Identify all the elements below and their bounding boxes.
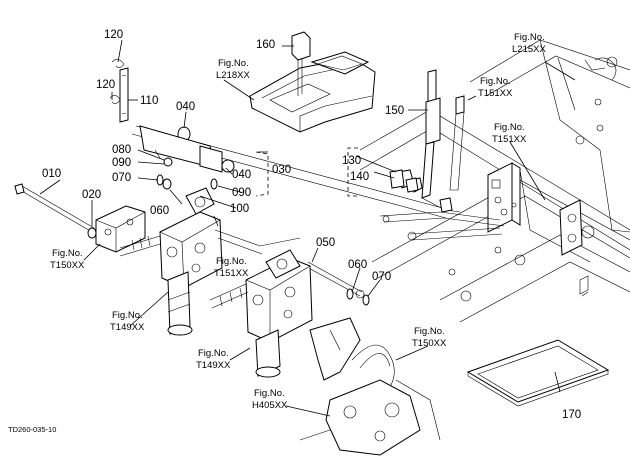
label-120-bottom: 120 (96, 79, 115, 91)
label-040-top: 040 (176, 101, 195, 113)
figref-t149-b-caption: Fig.No. (198, 348, 229, 359)
figref-t150-left-caption: Fig.No. (52, 248, 83, 259)
part-labels: 120 120 110 040 080 090 070 040 030 090 … (42, 29, 581, 421)
figref-t149-a: Fig.No. T149XX (110, 310, 145, 333)
label-060-right: 060 (348, 259, 367, 271)
figref-t151-left: Fig.No. T151XX (214, 256, 249, 279)
figref-t151-mid-code: T151XX (492, 134, 527, 145)
frame-assembly (359, 39, 630, 323)
label-040-mid: 040 (232, 169, 251, 181)
figref-h405: Fig.No. H405XX (252, 388, 288, 411)
label-060-left: 060 (150, 205, 169, 217)
figref-h405-caption: Fig.No. (254, 388, 285, 399)
label-090-right: 090 (232, 187, 251, 199)
drawing-code: TD260-035-10 (8, 425, 56, 434)
label-120-top: 120 (104, 29, 123, 41)
label-090-left: 090 (112, 157, 131, 169)
label-080: 080 (112, 144, 131, 156)
figref-l218: Fig.No. L218XX (216, 58, 250, 81)
label-020: 020 (82, 189, 101, 201)
figref-l215: Fig.No. L215XX (512, 32, 546, 55)
label-010: 010 (42, 168, 61, 180)
figref-t151-mid: Fig.No. T151XX (492, 122, 527, 145)
figref-t151-top: Fig.No. T151XX (478, 76, 513, 99)
label-070-left: 070 (112, 172, 131, 184)
figref-t151-top-caption: Fig.No. (480, 76, 511, 87)
group-brackets (255, 147, 358, 197)
small-parts (87, 125, 453, 306)
figref-t150-left: Fig.No. T150XX (50, 248, 85, 271)
floor-mat (466, 339, 610, 407)
label-140: 140 (350, 171, 369, 183)
figref-l215-code: L215XX (512, 44, 546, 55)
figref-t149-b: Fig.No. T149XX (196, 348, 231, 371)
label-110: 110 (140, 95, 158, 107)
figref-t150-right-caption: Fig.No. (414, 326, 445, 337)
label-030: 030 (272, 164, 291, 176)
figref-t150-left-code: T150XX (50, 260, 85, 271)
lever-cover (249, 31, 376, 133)
figref-l218-caption: Fig.No. (218, 58, 249, 69)
label-150: 150 (385, 105, 404, 117)
label-100: 100 (230, 203, 249, 215)
figref-t150-right: Fig.No. T150XX (412, 326, 447, 349)
figref-t151-left-code: T151XX (214, 268, 249, 279)
figref-t151-mid-caption: Fig.No. (494, 122, 525, 133)
figref-t149-b-code: T149XX (196, 360, 231, 371)
figref-t150-right-code: T150XX (412, 338, 447, 349)
label-170: 170 (562, 409, 581, 421)
drawing-artwork (14, 31, 630, 456)
label-160: 160 (256, 39, 275, 51)
figref-h405-code: H405XX (252, 400, 288, 411)
figref-l215-caption: Fig.No. (514, 32, 545, 43)
label-070-right: 070 (372, 271, 391, 283)
figref-t151-top-code: T151XX (478, 88, 513, 99)
control-valve-right (209, 229, 313, 378)
link-bar (109, 59, 129, 123)
leader-lines (39, 39, 576, 417)
control-valve-left (95, 187, 223, 336)
label-050: 050 (316, 237, 335, 249)
label-130: 130 (342, 155, 361, 167)
figure-references: Fig.No. L218XX Fig.No. L215XX Fig.No. T1… (50, 32, 546, 411)
hydraulic-lines (299, 317, 441, 456)
figref-t149-a-code: T149XX (110, 322, 145, 333)
figref-t151-left-caption: Fig.No. (216, 256, 247, 267)
figref-t149-a-caption: Fig.No. (112, 310, 143, 321)
figref-l218-code: L218XX (216, 70, 250, 81)
